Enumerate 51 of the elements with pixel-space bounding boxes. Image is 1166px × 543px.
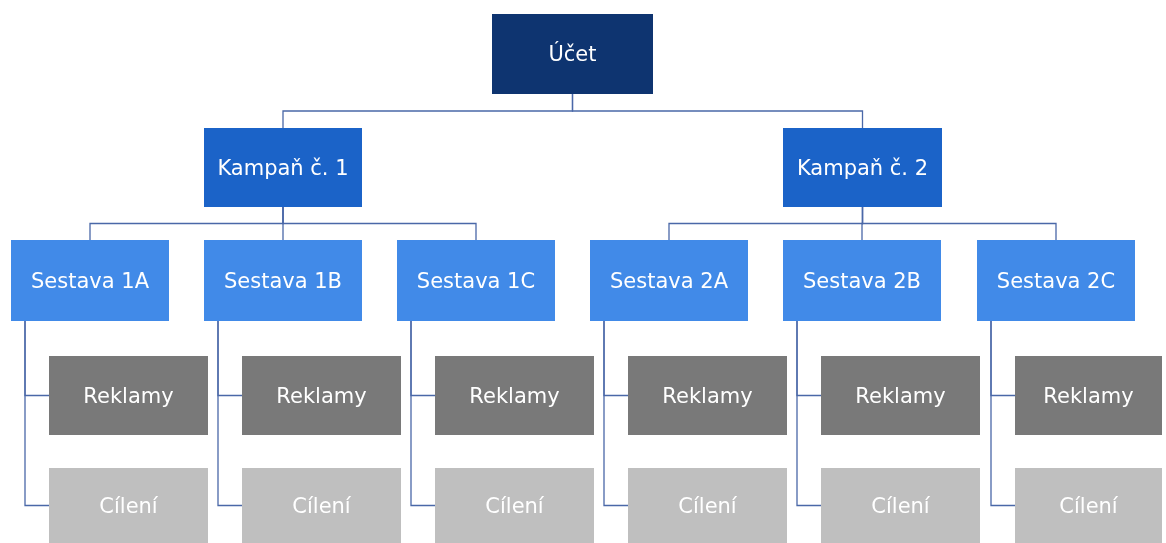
node-label: Cílení xyxy=(678,493,737,518)
ads-box xyxy=(821,356,980,435)
targeting-box xyxy=(435,468,594,543)
node-label: Reklamy xyxy=(83,383,174,408)
node-label: Sestava 2B xyxy=(802,268,921,293)
node-label: Sestava 2C xyxy=(996,268,1116,293)
node-label: Kampaň č. 2 xyxy=(796,155,929,180)
targeting-box xyxy=(628,468,787,543)
ads-box xyxy=(435,356,594,435)
connector-line xyxy=(24,320,50,507)
connector-line xyxy=(410,320,436,507)
node-label: Reklamy xyxy=(855,383,946,408)
campaign-box xyxy=(204,128,362,207)
connector-line xyxy=(990,320,1016,507)
ad-set-box xyxy=(11,240,169,321)
account-box xyxy=(492,14,653,94)
connector-line xyxy=(217,320,243,507)
ad-set-box xyxy=(783,240,941,321)
connector-line xyxy=(282,206,477,241)
node-label: Cílení xyxy=(871,493,930,518)
targeting-box xyxy=(242,468,401,543)
ads-box xyxy=(1015,356,1162,435)
ad-set-box xyxy=(590,240,748,321)
ads-box xyxy=(628,356,787,435)
campaign-box xyxy=(783,128,942,207)
targeting-box xyxy=(1015,468,1162,543)
targeting-box xyxy=(821,468,980,543)
node-label: Sestava 2A xyxy=(610,268,728,293)
node-label: Cílení xyxy=(1059,493,1118,518)
node-label: Reklamy xyxy=(1043,383,1134,408)
node-label: Reklamy xyxy=(276,383,367,408)
ads-box xyxy=(49,356,208,435)
node-label: Sestava 1B xyxy=(223,268,342,293)
targeting-box xyxy=(49,468,208,543)
ad-set-box xyxy=(397,240,555,321)
node-label: Reklamy xyxy=(469,383,560,408)
ad-set-box xyxy=(204,240,362,321)
connector-line xyxy=(571,93,864,129)
node-label: Cílení xyxy=(292,493,351,518)
connector-line xyxy=(603,320,629,507)
node-label: Účet xyxy=(548,42,597,66)
node-label: Sestava 1C xyxy=(416,268,536,293)
ads-box xyxy=(242,356,401,435)
ad-set-box xyxy=(977,240,1135,321)
node-label: Cílení xyxy=(485,493,544,518)
node-label: Kampaň č. 1 xyxy=(217,155,349,180)
node-label: Reklamy xyxy=(662,383,753,408)
connector-line xyxy=(796,320,822,507)
node-label: Cílení xyxy=(99,493,158,518)
node-label: Sestava 1A xyxy=(31,268,149,293)
connector-line xyxy=(861,206,1057,241)
